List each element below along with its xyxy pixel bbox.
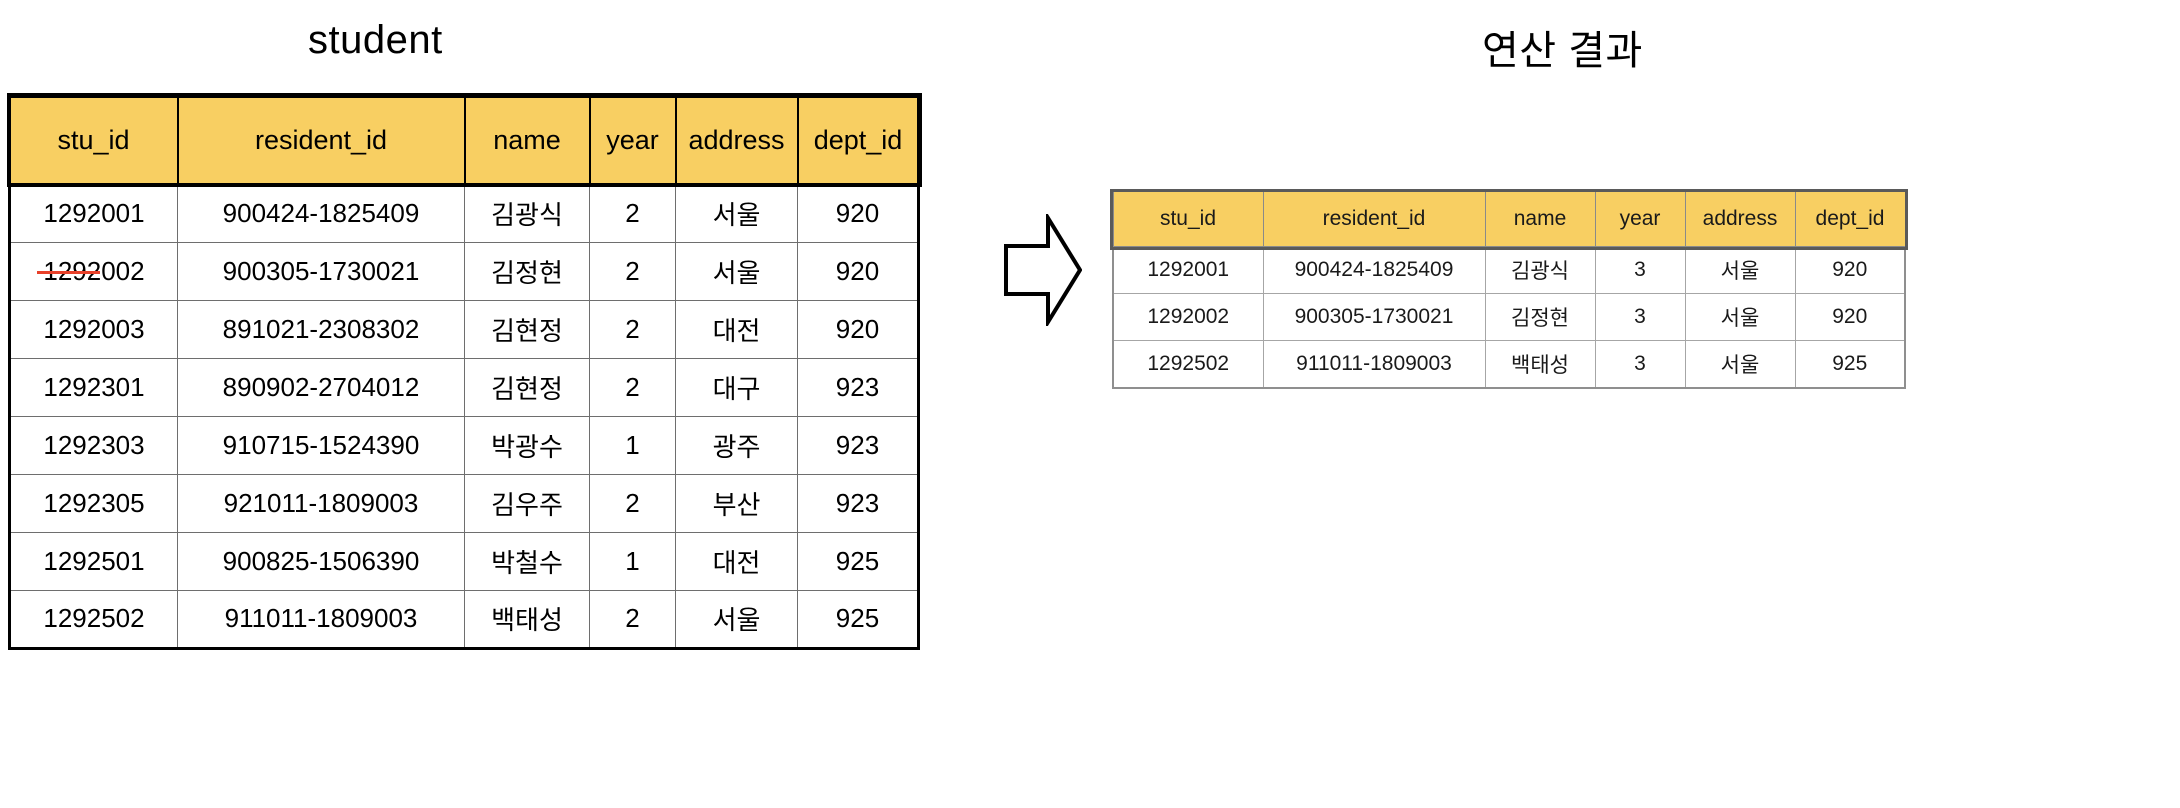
source-cell-stu-id: 1292303 <box>8 415 178 475</box>
source-cell-dept-id: 920 <box>797 299 920 359</box>
source-table: stu_id resident_id name year address dep… <box>6 93 922 650</box>
source-cell-resident-id: 900424-1825409 <box>177 183 465 243</box>
source-cell-name: 김우주 <box>464 473 590 533</box>
source-cell-name: 김현정 <box>464 299 590 359</box>
result-cell-year: 3 <box>1594 246 1686 294</box>
source-cell-dept-id: 925 <box>797 531 920 591</box>
result-cell-stu-id: 1292002 <box>1112 293 1264 341</box>
source-cell-stu-id: 1292003 <box>8 299 178 359</box>
source-cell-stu-id: 1292301 <box>8 357 178 417</box>
result-table-title: 연산 결과 <box>1482 29 1643 73</box>
result-col-header-dept-id: dept_id <box>1794 191 1906 247</box>
source-cell-dept-id: 920 <box>797 183 920 243</box>
result-cell-name: 김광식 <box>1484 246 1596 294</box>
source-cell-address: 서울 <box>675 183 798 243</box>
source-cell-stu-id: 1292502 <box>8 589 178 650</box>
result-col-header-stu-id: stu_id <box>1112 191 1264 247</box>
result-cell-resident-id: 900305-1730021 <box>1262 293 1486 341</box>
source-cell-address: 서울 <box>675 589 798 650</box>
source-table-title: student <box>308 18 443 62</box>
source-cell-address: 대구 <box>675 357 798 417</box>
result-cell-year: 3 <box>1594 340 1686 389</box>
source-cell-resident-id: 911011-1809003 <box>177 589 465 650</box>
source-cell-year: 2 <box>589 473 676 533</box>
source-cell-resident-id: 900305-1730021 <box>177 241 465 301</box>
result-cell-stu-id: 1292001 <box>1112 246 1264 294</box>
result-col-header-address: address <box>1684 191 1796 247</box>
source-cell-dept-id: 925 <box>797 589 920 650</box>
result-table: stu_id resident_id name year address dep… <box>1110 188 1908 389</box>
source-cell-address: 광주 <box>675 415 798 475</box>
source-cell-dept-id: 923 <box>797 357 920 417</box>
source-cell-stu-id: 1292002 <box>8 241 178 301</box>
source-col-header-year: year <box>588 95 677 185</box>
source-cell-name: 백태성 <box>464 589 590 650</box>
source-cell-stu-id: 1292501 <box>8 531 178 591</box>
source-cell-year: 1 <box>589 531 676 591</box>
source-cell-resident-id: 900825-1506390 <box>177 531 465 591</box>
block-arrow-right-icon <box>1004 214 1082 326</box>
source-cell-year: 2 <box>589 241 676 301</box>
source-col-header-address: address <box>674 95 799 185</box>
result-cell-resident-id: 900424-1825409 <box>1262 246 1486 294</box>
source-cell-name: 김광식 <box>464 183 590 243</box>
result-cell-address: 서울 <box>1684 246 1796 294</box>
result-cell-name: 백태성 <box>1484 340 1596 389</box>
result-cell-stu-id: 1292502 <box>1112 340 1264 389</box>
source-cell-name: 박철수 <box>464 531 590 591</box>
source-cell-year: 1 <box>589 415 676 475</box>
result-cell-name: 김정현 <box>1484 293 1596 341</box>
source-cell-resident-id: 890902-2704012 <box>177 357 465 417</box>
source-col-header-resident-id: resident_id <box>176 95 466 185</box>
result-col-header-name: name <box>1484 191 1596 247</box>
source-cell-name: 김현정 <box>464 357 590 417</box>
source-cell-name: 김정현 <box>464 241 590 301</box>
result-cell-dept-id: 920 <box>1794 293 1906 341</box>
result-cell-dept-id: 920 <box>1794 246 1906 294</box>
result-col-header-resident-id: resident_id <box>1262 191 1486 247</box>
result-cell-year: 3 <box>1594 293 1686 341</box>
source-cell-dept-id: 923 <box>797 415 920 475</box>
result-col-header-year: year <box>1594 191 1686 247</box>
source-cell-address: 대전 <box>675 531 798 591</box>
source-cell-year: 2 <box>589 589 676 650</box>
source-cell-address: 서울 <box>675 241 798 301</box>
source-cell-resident-id: 891021-2308302 <box>177 299 465 359</box>
source-cell-stu-id: 1292305 <box>8 473 178 533</box>
source-col-header-name: name <box>463 95 591 185</box>
result-cell-address: 서울 <box>1684 293 1796 341</box>
result-cell-address: 서울 <box>1684 340 1796 389</box>
struck-through-value: 1292002 <box>37 255 145 286</box>
source-cell-year: 2 <box>589 299 676 359</box>
source-cell-name: 박광수 <box>464 415 590 475</box>
result-table-header-row: stu_id resident_id name year address dep… <box>1110 188 1908 250</box>
source-cell-year: 2 <box>589 357 676 417</box>
source-cell-stu-id: 1292001 <box>8 183 178 243</box>
source-cell-dept-id: 923 <box>797 473 920 533</box>
source-col-header-dept-id: dept_id <box>796 95 920 185</box>
source-cell-dept-id: 920 <box>797 241 920 301</box>
source-cell-resident-id: 910715-1524390 <box>177 415 465 475</box>
result-cell-dept-id: 925 <box>1794 340 1906 389</box>
source-cell-year: 2 <box>589 183 676 243</box>
source-cell-resident-id: 921011-1809003 <box>177 473 465 533</box>
source-cell-address: 부산 <box>675 473 798 533</box>
source-cell-address: 대전 <box>675 299 798 359</box>
source-table-header-row: stu_id resident_id name year address dep… <box>6 93 922 187</box>
result-cell-resident-id: 911011-1809003 <box>1262 340 1486 389</box>
source-col-header-stu-id: stu_id <box>8 95 179 185</box>
